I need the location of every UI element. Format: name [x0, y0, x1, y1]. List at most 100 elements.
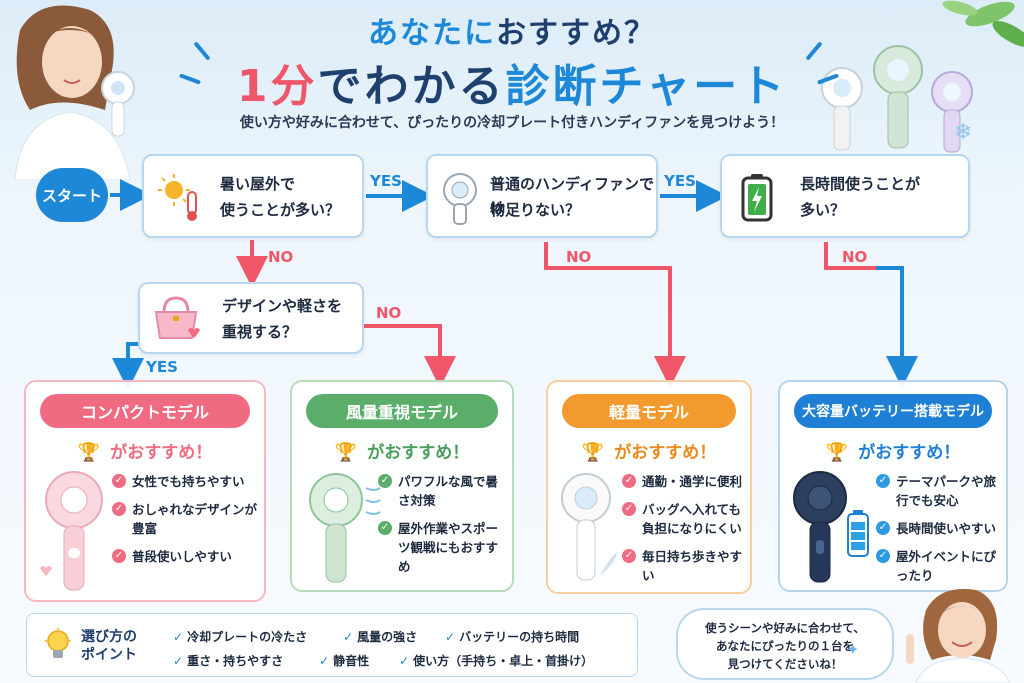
bullet-text: 普段使いしやすい [132, 549, 232, 564]
result-card-airflow: 風量重視モデル 🏆 がおすすめ！ ✓パワフルな風で暑さ対策 ✓屋外作業やスポーツ観… [290, 380, 514, 592]
bullet-text: パワフルな風で暑さ対策 [398, 474, 499, 508]
sparkle-icon: ✦ [846, 640, 860, 659]
green-fan-illustration [309, 473, 381, 583]
bullet-text: 屋外作業やスポーツ観戦にもおすすめ [398, 521, 499, 574]
check-icon: ✓ [445, 630, 456, 644]
title-line-1: あなたにおすすめ？ [0, 8, 1024, 52]
recommend-line: 🏆 がおすすめ！ [780, 438, 1006, 463]
check-icon: ✓ [343, 630, 354, 644]
check-icon: ✓ [112, 502, 126, 516]
bullet-item: ✓長時間使いやすい [876, 519, 1008, 538]
woman-illustration [14, 5, 135, 180]
result-card-battery: 大容量バッテリー搭載モデル 🏆 がおすすめ！ ✓テーマパークや旅行でも安心 ✓長時… [778, 380, 1008, 592]
yes-label: YES [146, 358, 178, 376]
recommend-text: がおすすめ！ [614, 443, 717, 463]
point-item: ✓バッテリーの持ち時間 [445, 628, 579, 645]
check-icon: ✓ [173, 654, 184, 668]
bullet-text: 毎日持ち歩きやすい [642, 549, 743, 583]
bullet-text: 通勤・通学に便利 [642, 474, 743, 489]
bullet-text: 女性でも持ちやすい [132, 474, 245, 489]
recommend-text: がおすすめ！ [110, 443, 213, 463]
bullet-item: ✓ おしゃれなデザインが豊富 [112, 500, 262, 538]
bullet-list: ✓パワフルな風で暑さ対策 ✓屋外作業やスポーツ観戦にもおすすめ [378, 472, 510, 585]
point-text: 風量の強さ [357, 630, 418, 644]
sun-thermometer-icon [158, 174, 197, 221]
q2-line-1: 普通のハンディファンでは [490, 175, 654, 217]
handbag-icon [154, 296, 200, 339]
bullet-item: ✓屋外作業やスポーツ観戦にもおすすめ [378, 519, 510, 576]
recommend-line: 🏆がおすすめ！ [26, 438, 264, 463]
no-label: NO [842, 248, 868, 266]
check-icon: ✓ [876, 521, 890, 535]
check-icon: ✓ [622, 474, 636, 488]
points-title-line: 選び方の [81, 629, 137, 645]
snowflake-icon: ❄ [954, 120, 973, 145]
check-icon: ✓ [876, 549, 890, 563]
fans-illustration [821, 45, 973, 153]
point-text: 使い方（手持ち・卓上・首掛け） [413, 654, 594, 668]
q1-line-2: 使うことが多い？ [220, 201, 341, 219]
title-minute: 1分 [236, 61, 318, 112]
trophy-icon: 🏆 [581, 442, 605, 463]
title-text: でわかる [317, 61, 506, 112]
yes-label: YES [664, 172, 696, 190]
result-card-compact: コンパクトモデル 🏆がおすすめ！ ✓ 女性でも持ちやすい ✓ おしゃれなデザインが豊… [24, 380, 266, 602]
battery-icon [741, 174, 773, 222]
bullet-text: おしゃれなデザインが豊富 [132, 502, 258, 536]
bubble-text: 使うシーンや好みに合わせて、 あなたにぴったりの１台を 見つけてくださいね！ [678, 619, 892, 673]
bullet-item: ✓テーマパークや旅行でも安心 [876, 472, 1008, 510]
result-title: 大容量バッテリー搭載モデル [794, 394, 992, 428]
bubble-line: 見つけてくださいね！ [727, 657, 843, 671]
result-title: コンパクトモデル [40, 394, 250, 428]
q2-line-2: 物足りない？ [490, 201, 581, 219]
check-icon: ✓ [112, 549, 126, 563]
q3-line-2: 多い？ [800, 201, 846, 219]
check-icon: ✓ [173, 630, 184, 644]
white-fan-illustration [561, 473, 618, 581]
bullet-item: ✓屋外イベントにぴったり [876, 547, 1008, 585]
leaves-decoration [942, 0, 1024, 47]
trophy-icon: 🏆 [334, 442, 358, 463]
question-normal-fan: 普通のハンディファンでは 物足りない？ [426, 154, 658, 238]
check-icon: ✓ [622, 549, 636, 563]
bubble-line: あなたにぴったりの１台を [716, 639, 854, 653]
handy-fan-icon [443, 173, 477, 225]
pink-fan-illustration [40, 471, 103, 591]
recommend-text: がおすすめ！ [367, 443, 470, 463]
subtitle: 使い方や好みに合わせて、ぴったりの冷却プレート付きハンディファンを見つけよう！ [239, 115, 785, 131]
guide-woman-illustration [906, 588, 1011, 683]
bullet-item: ✓バッグへ入れても負担になりにくい [622, 500, 752, 538]
question-long-use: 長時間使うことが 多い？ [720, 154, 970, 238]
point-item: ✓冷却プレートの冷たさ [173, 628, 307, 645]
result-title: 風量重視モデル [306, 394, 498, 428]
question-outdoor-heat: 暑い屋外で 使うことが多い？ [142, 154, 364, 238]
start-node: スタート [36, 168, 108, 222]
q4-line-1: デザインや軽さを [222, 297, 343, 315]
recommend-line: 🏆 がおすすめ！ [548, 438, 750, 463]
point-item: ✓風量の強さ [343, 628, 417, 645]
point-text: 重さ・持ちやすさ [187, 654, 284, 668]
bullet-item: ✓ 通勤・通学に便利 [622, 472, 752, 491]
recommend-line: 🏆 がおすすめ！ [292, 438, 512, 463]
points-title: 選び方のポイント [81, 628, 137, 664]
result-card-lightweight: 軽量モデル 🏆がおすすめ！ ✓通勤・通学に便利 ✓バッグへ入れても負担になりにく… [546, 380, 752, 594]
check-icon: ✓ [876, 474, 890, 488]
no-label: NO [566, 248, 592, 266]
bubble-line: 使うシーンや好みに合わせて、 [705, 621, 865, 635]
point-item: ✓使い方（手持ち・卓上・首掛け） [399, 652, 593, 669]
bullet-list: ✓ 女性でも持ちやすい ✓ おしゃれなデザインが豊富 ✓ 普段使いしやすい [112, 472, 262, 575]
check-icon: ✓ [622, 502, 636, 516]
trophy-icon: 🏆 [825, 442, 849, 463]
title-text: おすすめ？ [496, 16, 656, 51]
q4-line-2: 重視する？ [222, 323, 298, 341]
points-title-line: ポイント [81, 647, 137, 663]
yes-label: YES [370, 172, 402, 190]
bullet-item: ✓パワフルな風で暑さ対策 [378, 472, 510, 510]
lightbulb-icon [45, 628, 71, 658]
selection-points-panel: 選び方のポイント ✓冷却プレートの冷たさ ✓風量の強さ ✓バッテリーの持ち時間 … [26, 613, 638, 677]
no-label: NO [268, 248, 294, 266]
point-text: 静音性 [333, 654, 370, 668]
title-highlight: あなたに [368, 16, 496, 51]
recommend-text: がおすすめ！ [858, 443, 961, 463]
